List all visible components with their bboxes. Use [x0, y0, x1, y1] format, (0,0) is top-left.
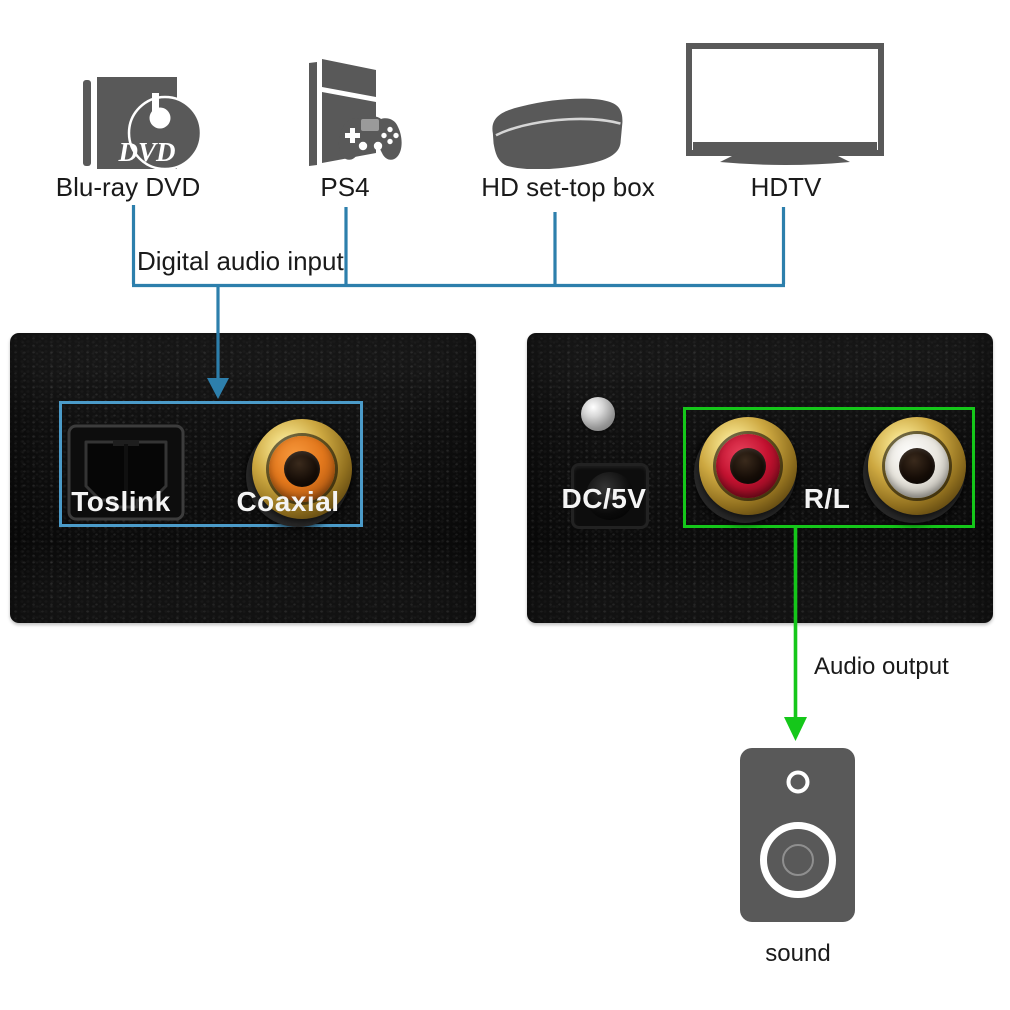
toslink-port-label: Toslink [71, 486, 171, 517]
ps4-console-icon [309, 59, 402, 166]
audio-output-caption: Audio output [814, 653, 949, 680]
set-top-box-icon [492, 98, 623, 169]
speaker-icon [740, 748, 855, 922]
rl-output-label: R/L [803, 483, 851, 514]
dc-power-label: DC/5V [561, 483, 647, 514]
speaker-woofer [759, 822, 836, 898]
dc-power-jack [571, 463, 649, 529]
dvd-disc-text: DVD [117, 137, 175, 167]
source-label-ps4: PS4 [320, 172, 370, 202]
led-indicator [581, 397, 615, 431]
source-label-settopbox: HD set-top box [481, 172, 655, 202]
dc-jack-pin [605, 491, 615, 501]
converter-input-panel: Toslink Coaxial [10, 333, 476, 623]
red-center-hole [730, 448, 766, 484]
digital-input-highlight-box [59, 401, 363, 527]
white-center-hole [899, 448, 935, 484]
coaxial-port-label: Coaxial [236, 486, 340, 517]
bluray-dvd-player-icon: DVD [83, 77, 203, 169]
audio-output-highlight-box [683, 407, 975, 528]
hdtv-icon [686, 43, 884, 165]
speaker-woofer-cap [781, 844, 814, 876]
toslink-optical-port-icon [67, 424, 185, 521]
converter-output-panel: DC/5V R/L [527, 333, 993, 623]
source-label-hdtv: HDTV [750, 172, 822, 202]
speaker-tweeter [786, 770, 809, 794]
output-arrowhead [784, 717, 807, 741]
coaxial-center-hole [284, 451, 320, 487]
source-label-bluray: Blu-ray DVD [55, 172, 201, 202]
sound-caption: sound [765, 940, 831, 967]
digital-audio-input-caption: Digital audio input [137, 246, 344, 276]
